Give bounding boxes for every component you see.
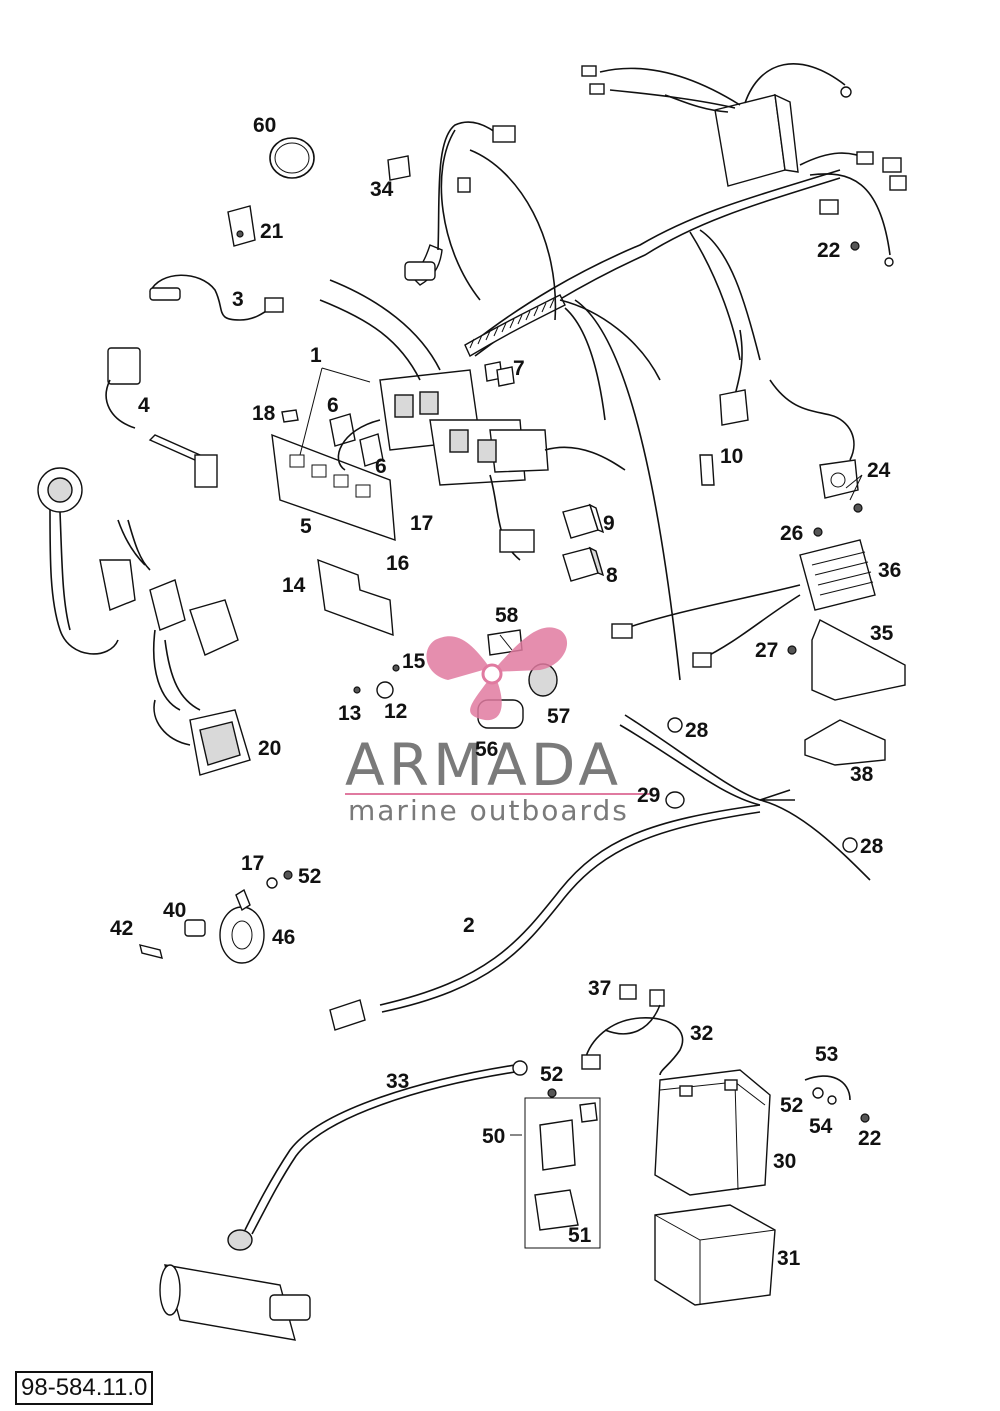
part-label: 10 xyxy=(720,445,743,468)
part-label: 53 xyxy=(815,1043,838,1066)
mounting-plate-5 xyxy=(271,409,396,542)
clamp-ring xyxy=(269,137,315,179)
part-label: 27 xyxy=(755,639,778,662)
part-label: 3 xyxy=(232,288,244,311)
part-label: 2 xyxy=(463,914,475,937)
part-label: 17 xyxy=(410,512,433,535)
voltage-regulator-36 xyxy=(611,527,876,668)
left-harness-assembly xyxy=(37,467,239,711)
sub-harness-28-29 xyxy=(619,714,871,881)
part-label: 9 xyxy=(603,512,615,535)
bracket-21 xyxy=(227,205,256,247)
kill-switch-4 xyxy=(105,347,218,488)
part-label: 22 xyxy=(858,1127,881,1150)
part-label: 31 xyxy=(777,1247,801,1270)
part-label: 58 xyxy=(495,604,519,627)
part-label: 6 xyxy=(327,394,339,417)
part-label: 50 xyxy=(482,1125,505,1148)
starter-connector-20 xyxy=(153,699,251,776)
sensor-10 xyxy=(699,329,749,486)
part-label: 38 xyxy=(850,763,874,786)
part-label: 16 xyxy=(386,552,409,575)
part-label: 6 xyxy=(375,455,387,478)
part-label: 56 xyxy=(475,738,498,761)
part-label: 1 xyxy=(310,344,322,367)
cover-14 xyxy=(317,558,394,637)
ignition-coil-top xyxy=(387,121,516,286)
part-label: 42 xyxy=(110,917,133,940)
speed-sensor-24 xyxy=(769,379,863,513)
part-label: 60 xyxy=(253,114,276,137)
part-label: 20 xyxy=(258,737,281,760)
part-label: 36 xyxy=(878,559,901,582)
part-label: 15 xyxy=(402,650,426,673)
cable-2 xyxy=(329,804,761,1031)
part-label: 28 xyxy=(685,719,709,742)
ground-cable-53 xyxy=(804,241,870,1123)
sensor-cable xyxy=(149,274,284,321)
battery-box-31 xyxy=(654,1204,776,1306)
starter-motor xyxy=(159,1264,311,1341)
part-label: 57 xyxy=(547,705,570,728)
fuel-pump-56 xyxy=(353,629,558,729)
part-label: 52 xyxy=(298,865,321,888)
part-label: 24 xyxy=(867,459,891,482)
leader-lines xyxy=(299,367,863,1136)
part-labels: 60 34 21 22 3 1 7 4 6 18 10 6 24 9 5 17 … xyxy=(110,114,901,1270)
part-label: 4 xyxy=(138,394,150,417)
part-label: 32 xyxy=(690,1022,713,1045)
starter-cable-33 xyxy=(227,1060,528,1251)
part-label: 14 xyxy=(282,574,306,597)
part-label: 12 xyxy=(384,700,407,723)
part-label: 29 xyxy=(637,784,660,807)
part-label: 13 xyxy=(338,702,361,725)
part-label: 17 xyxy=(241,852,264,875)
main-wiring-harness xyxy=(440,129,907,681)
central-relay-cluster xyxy=(319,279,626,561)
bracket-35 xyxy=(787,619,906,701)
battery-cable-32 xyxy=(581,984,684,1076)
watermark-tagline: marine outboards xyxy=(348,794,629,827)
part-label: 5 xyxy=(300,515,312,538)
part-label: 51 xyxy=(568,1224,592,1247)
part-label: 40 xyxy=(163,899,186,922)
starter-relay-50 xyxy=(524,1088,601,1249)
part-label: 21 xyxy=(260,220,284,243)
cdi-unit xyxy=(581,63,852,187)
part-label: 52 xyxy=(540,1063,563,1086)
part-label: 34 xyxy=(370,178,394,201)
part-label: 30 xyxy=(773,1150,796,1173)
part-label: 37 xyxy=(588,977,611,1000)
part-label: 46 xyxy=(272,926,295,949)
part-label: 35 xyxy=(870,622,894,645)
part-label: 28 xyxy=(860,835,884,858)
part-label: 22 xyxy=(817,239,840,262)
armada-logo-icon xyxy=(426,627,568,721)
plate-38 xyxy=(804,719,886,766)
part-label: 26 xyxy=(780,522,803,545)
horn-46 xyxy=(139,870,293,964)
part-label: 7 xyxy=(513,357,525,380)
battery-30 xyxy=(654,1069,771,1196)
relays-8-9 xyxy=(562,503,605,582)
diagram-reference-number: 98-584.11.0 xyxy=(15,1371,154,1405)
part-label: 8 xyxy=(606,564,618,587)
part-label: 52 xyxy=(780,1094,803,1117)
watermark-name: ARMADA xyxy=(345,731,622,799)
part-label: 54 xyxy=(809,1115,833,1138)
part-label: 33 xyxy=(386,1070,409,1093)
part-label: 18 xyxy=(252,402,276,425)
